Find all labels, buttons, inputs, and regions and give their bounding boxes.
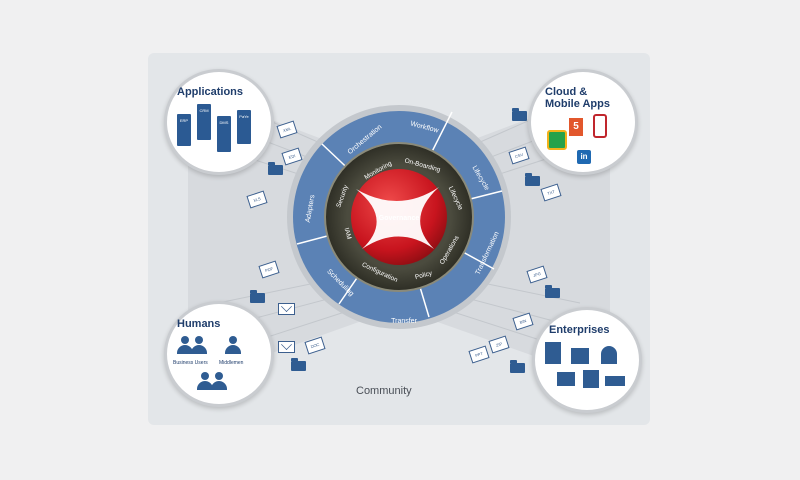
- server-icon: PaYe: [237, 110, 251, 144]
- enterprises-panel: Enterprises: [532, 307, 642, 413]
- folder-icon: [512, 108, 527, 121]
- server-icon: ERP: [177, 114, 191, 146]
- folder-icon: [510, 360, 525, 373]
- html5-icon: 5: [569, 118, 583, 136]
- middlemen-label: Middlemen: [219, 360, 244, 366]
- folder-icon: [291, 358, 306, 371]
- cloud-title: Cloud & Mobile Apps: [545, 86, 610, 110]
- user-group-icon: [191, 336, 207, 354]
- user-group-icon: [177, 336, 193, 354]
- community-label: Community: [356, 385, 412, 397]
- segment-adapters: Adapters: [305, 194, 317, 223]
- folder-icon: [525, 173, 540, 186]
- core-label: Governance: [379, 215, 420, 222]
- cloud-mobile-panel: Cloud & Mobile Apps 5 in: [528, 69, 638, 175]
- enterprises-title: Enterprises: [549, 324, 610, 336]
- applications-panel: Applications ERP CRM DMS PaYe: [164, 69, 274, 175]
- humans-panel: Humans Business Users Middlemen: [164, 301, 274, 407]
- office-building-icon: [545, 342, 561, 364]
- server-icon: CRM: [197, 104, 211, 140]
- phone-icon: [593, 114, 607, 138]
- central-hub: Governance Orchestration Workflow Lifecy…: [287, 105, 511, 329]
- factory-icon: [571, 348, 589, 364]
- user-icon: [225, 336, 241, 354]
- server-icon: DMS: [217, 116, 231, 152]
- folder-icon: [250, 290, 265, 303]
- truck-icon: [605, 376, 625, 386]
- folder-icon: [545, 285, 560, 298]
- hospital-icon: [583, 370, 599, 388]
- bank-icon: [557, 372, 575, 386]
- segment-transfer: Transfer: [391, 318, 417, 325]
- user-group-icon: [197, 372, 213, 390]
- humans-title: Humans: [177, 318, 221, 330]
- business-users-label: Business Users: [173, 360, 208, 366]
- linkedin-icon: in: [577, 150, 591, 164]
- inner-iam: IAM: [343, 227, 353, 240]
- diagram-stage: XML EDI XLS CSV TXT PDF DOC JPG BIN ZIP …: [148, 53, 650, 425]
- envelope-icon: [278, 303, 295, 315]
- folder-icon: [268, 162, 283, 175]
- applications-title: Applications: [177, 86, 244, 98]
- user-group-icon: [211, 372, 227, 390]
- app-icon: [547, 130, 567, 150]
- envelope-icon: [278, 341, 295, 353]
- inner-policy: Policy: [414, 270, 433, 281]
- capitol-icon: [601, 346, 617, 364]
